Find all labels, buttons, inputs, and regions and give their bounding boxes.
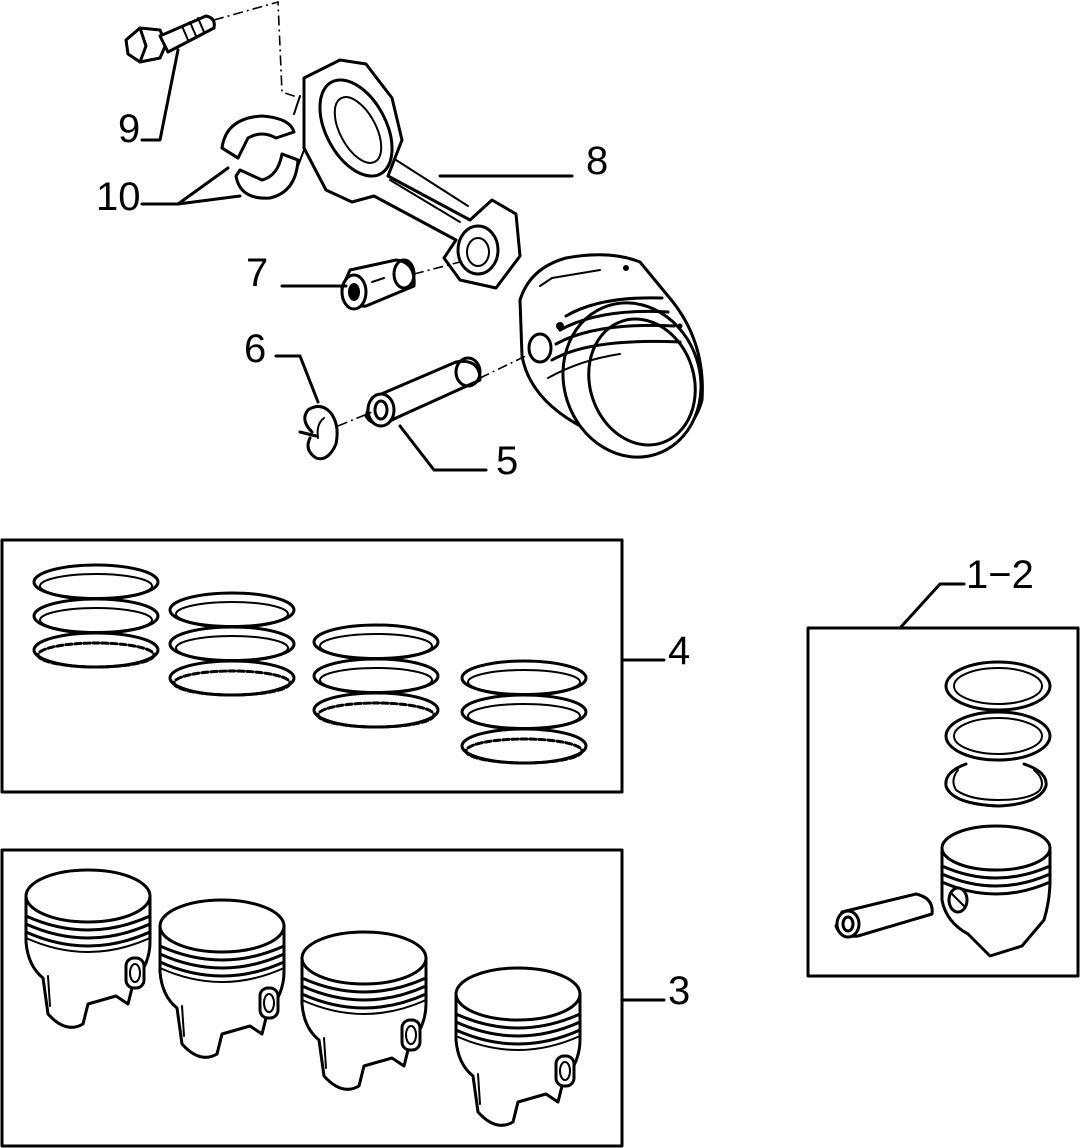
callout-10: 10: [96, 175, 141, 219]
kit-rings: [944, 660, 1052, 808]
leader-5: [398, 424, 488, 472]
ring-set-3: [312, 623, 440, 729]
small-end-bush: [340, 258, 416, 311]
leader-10: [140, 166, 242, 206]
con-rod-bolt: [124, 0, 301, 99]
axis-6: [337, 411, 373, 427]
main-piston: [518, 253, 704, 459]
ring-set-2: [168, 591, 296, 697]
pistons-box: [0, 848, 624, 1148]
leader-6: [274, 354, 320, 404]
leader-1-2: [898, 582, 966, 630]
circlip: [298, 405, 339, 461]
kit-piston: [940, 824, 1052, 958]
piston-1: [24, 868, 152, 1029]
ring-set-4: [460, 659, 588, 765]
callout-9: 9: [118, 107, 140, 151]
bearing-shells: [220, 114, 300, 200]
callout-5: 5: [496, 439, 518, 483]
piston-pin: [364, 356, 482, 428]
callout-7: 7: [246, 251, 268, 295]
leader-9: [140, 48, 180, 142]
kit-box: [806, 626, 1080, 978]
kit-piston-pin: [834, 892, 934, 939]
callout-4: 4: [668, 629, 690, 673]
callout-8: 8: [586, 139, 608, 183]
callout-6: 6: [244, 327, 266, 371]
piston-4: [454, 966, 582, 1127]
piston-3: [300, 930, 428, 1091]
ring-sets-box: [0, 538, 624, 794]
callout-1-2: 1−2: [966, 553, 1034, 597]
connecting-rod: [293, 58, 522, 290]
piston-2: [158, 898, 286, 1059]
axis-5: [479, 351, 535, 379]
ring-set-1: [32, 563, 160, 669]
callout-3: 3: [668, 969, 690, 1013]
axis-7: [413, 261, 461, 275]
